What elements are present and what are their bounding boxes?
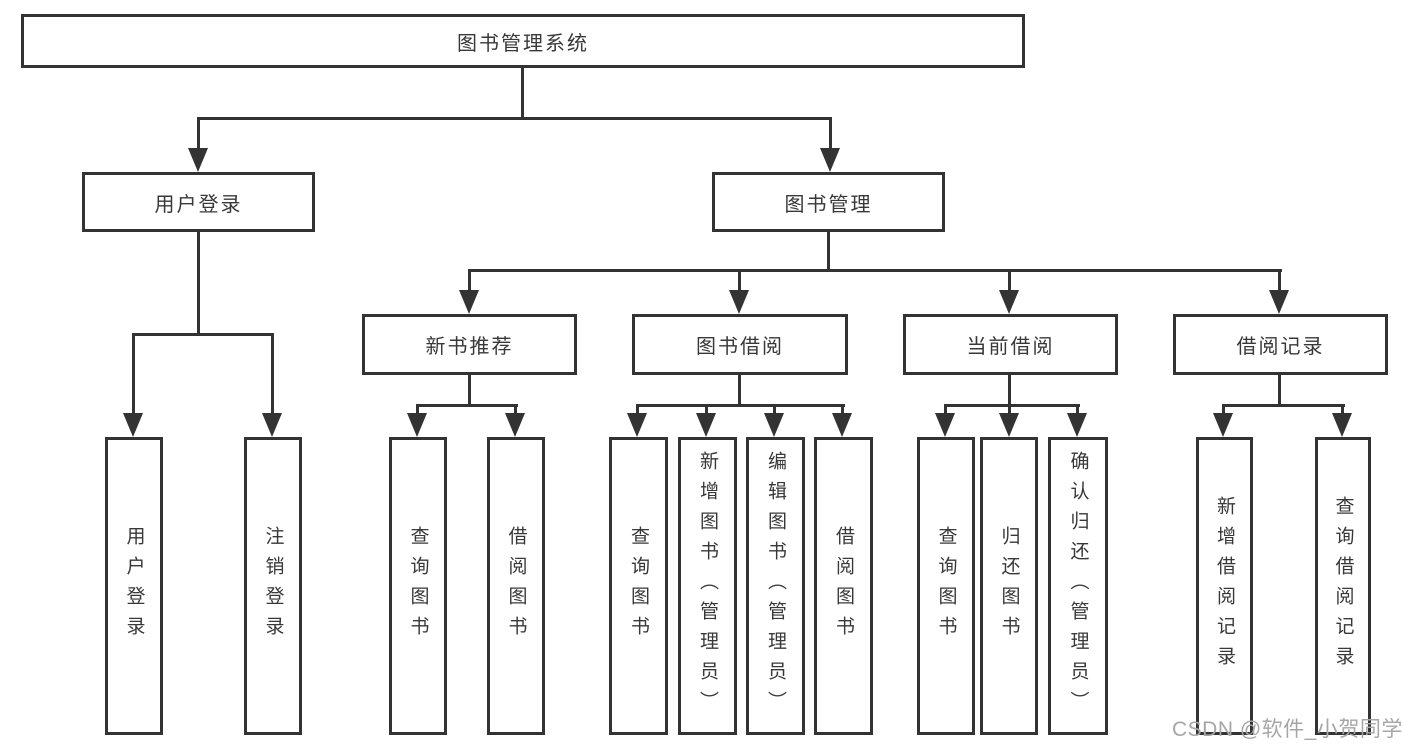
connector-drop-query-books-current	[944, 404, 947, 416]
arrow-down-add-books-admin	[696, 413, 716, 437]
connector-new-book-hbar	[416, 404, 518, 407]
arrow-down-current-borrow	[999, 290, 1019, 314]
node-book-borrow: 图书借阅	[632, 314, 848, 375]
leaf-query-borrow-record: 查询借阅记录	[1315, 437, 1371, 735]
connector-drop-return-books	[1008, 404, 1011, 416]
leaf-add-books-admin: 新增图书（管理员）	[678, 437, 737, 735]
arrow-down-query-borrow-record	[1332, 413, 1352, 437]
connector-book-borrow-stub	[738, 375, 741, 407]
connector-drop-add-books-admin	[705, 404, 708, 416]
node-user-login: 用户登录	[82, 172, 315, 232]
leaf-query-books-recommend: 查询图书	[389, 437, 447, 735]
connector-drop-query-books-recommend	[416, 404, 419, 416]
connector-drop-user-login	[197, 117, 200, 151]
connector-drop-leaf-logout	[271, 333, 274, 415]
leaf-confirm-return-admin: 确认归还（管理员）	[1048, 437, 1108, 735]
arrow-down-edit-books-admin	[764, 413, 784, 437]
arrow-down-new-book-recommend	[459, 290, 479, 314]
arrow-down-borrow-books-recommend	[505, 413, 525, 437]
connector-drop-book-management	[829, 117, 832, 151]
leaf-edit-books-admin: 编辑图书（管理员）	[746, 437, 805, 735]
arrow-down-borrow-books-borrow	[832, 413, 852, 437]
connector-book-management-hbar	[468, 269, 1282, 272]
connector-drop-book-borrow	[738, 269, 741, 294]
leaf-return-books: 归还图书	[980, 437, 1038, 735]
leaf-query-books-current: 查询图书	[917, 437, 975, 735]
connector-book-management-stub	[827, 232, 830, 272]
arrow-down-leaf-logout	[262, 413, 282, 437]
leaf-add-borrow-record: 新增借阅记录	[1196, 437, 1253, 735]
leaf-borrow-books-recommend: 借阅图书	[487, 437, 545, 735]
arrow-down-query-books-current	[935, 413, 955, 437]
connector-current-borrow-hbar	[944, 404, 1080, 407]
connector-drop-borrow-records	[1278, 269, 1281, 294]
connector-drop-query-borrow-record	[1341, 404, 1344, 416]
connector-drop-leaf-user-login	[132, 333, 135, 415]
connector-borrow-records-stub	[1278, 375, 1281, 407]
arrow-down-return-books	[999, 413, 1019, 437]
connector-current-borrow-stub	[1008, 375, 1011, 407]
connector-drop-query-books-borrow	[636, 404, 639, 416]
connector-user-login-hbar	[132, 333, 274, 336]
node-new-book-recommend: 新书推荐	[362, 314, 577, 375]
connector-drop-borrow-books-recommend	[514, 404, 517, 416]
csdn-watermark: CSDN @软件_小贺同学	[1172, 718, 1403, 741]
connector-drop-edit-books-admin	[773, 404, 776, 416]
connector-drop-current-borrow	[1008, 269, 1011, 294]
arrow-down-confirm-return-admin	[1067, 413, 1087, 437]
arrow-down-query-books-recommend	[407, 413, 427, 437]
connector-drop-add-borrow-record	[1222, 404, 1225, 416]
arrow-down-borrow-records	[1269, 290, 1289, 314]
node-book-management: 图书管理	[712, 172, 945, 232]
connector-drop-borrow-books-borrow	[841, 404, 844, 416]
connector-root-stub	[521, 68, 524, 120]
arrow-down-add-borrow-record	[1213, 413, 1233, 437]
node-borrow-records: 借阅记录	[1173, 314, 1388, 375]
connector-drop-new-book-recommend	[468, 269, 471, 294]
connector-borrow-records-hbar	[1222, 404, 1345, 407]
leaf-borrow-books-borrow: 借阅图书	[814, 437, 873, 735]
arrow-down-book-management	[820, 148, 840, 172]
leaf-query-books-borrow: 查询图书	[609, 437, 668, 735]
arrow-down-leaf-user-login	[123, 413, 143, 437]
connector-drop-confirm-return-admin	[1076, 404, 1079, 416]
node-current-borrow: 当前借阅	[903, 314, 1118, 375]
leaf-logout: 注销登录	[244, 437, 302, 735]
connector-user-login-stub	[197, 232, 200, 336]
connector-new-book-stub	[468, 375, 471, 407]
leaf-user-login: 用户登录	[105, 437, 163, 735]
connector-root-hbar	[197, 117, 832, 120]
connector-book-borrow-hbar	[636, 404, 845, 407]
arrow-down-book-borrow	[729, 290, 749, 314]
arrow-down-user-login	[188, 148, 208, 172]
node-root: 图书管理系统	[21, 14, 1025, 68]
arrow-down-query-books-borrow	[627, 413, 647, 437]
